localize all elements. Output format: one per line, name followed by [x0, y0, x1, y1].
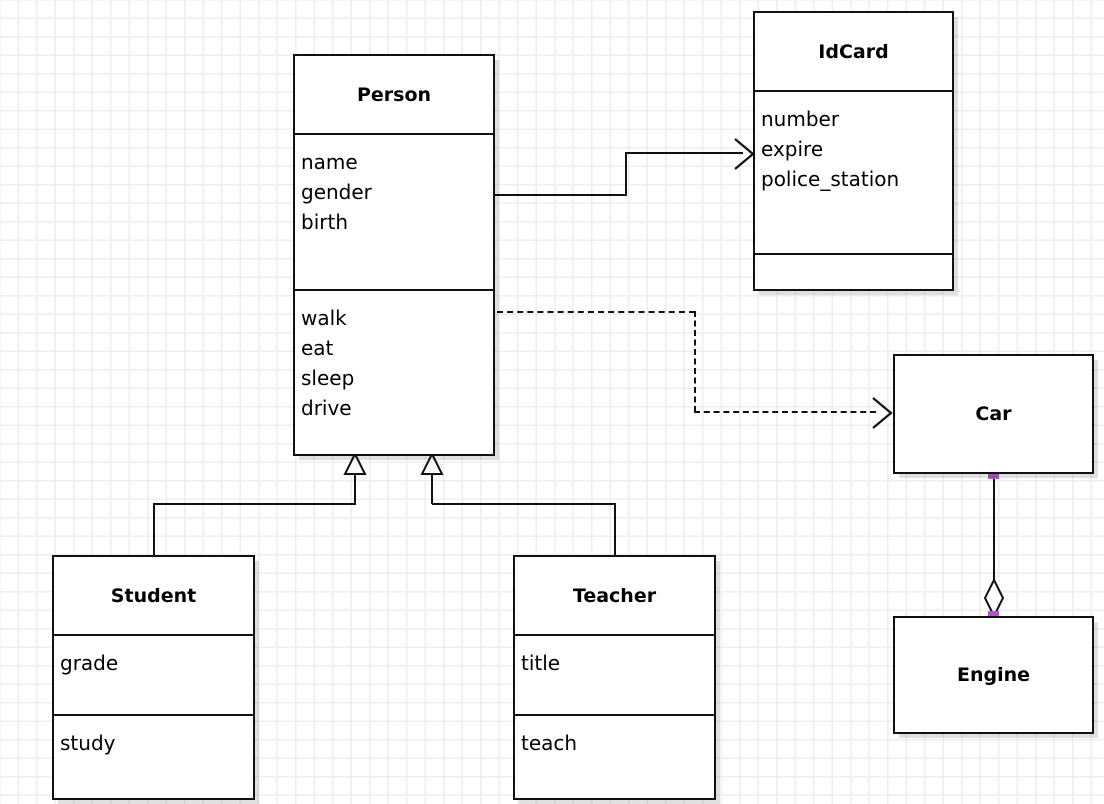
class-box-teacher[interactable]: Teacher title teach [513, 555, 716, 800]
method-row: sleep [301, 366, 355, 390]
attribute-row: name [301, 150, 358, 174]
class-box-engine[interactable]: Engine [893, 616, 1094, 734]
attribute-row: birth [301, 210, 348, 234]
generalization-teacher-person-segment-1[interactable] [614, 504, 616, 556]
class-box-car[interactable]: Car [893, 354, 1094, 474]
attribute-row: grade [60, 651, 119, 675]
method-row: eat [301, 336, 334, 360]
generalization-teacher-person-segment-3[interactable] [431, 474, 433, 504]
class-attributes-teacher: title [515, 634, 714, 714]
generalization-student-person-segment-3[interactable] [354, 474, 356, 504]
method-row: study [60, 731, 116, 755]
class-methods-student: study [54, 714, 253, 798]
class-box-person[interactable]: Person name gender birth walk eat sleep … [293, 54, 495, 456]
attribute-row: gender [301, 180, 372, 204]
class-title-idcard: IdCard [818, 40, 889, 63]
class-title-engine: Engine [956, 664, 1031, 686]
association-person-idcard-segment-1[interactable] [495, 194, 627, 196]
class-title-student: Student [110, 584, 197, 607]
class-methods-person: walk eat sleep drive [295, 289, 493, 454]
class-title-car: Car [975, 403, 1012, 425]
method-row: drive [301, 396, 352, 420]
class-methods-teacher: teach [515, 714, 714, 798]
dependency-person-car-arrowhead [872, 397, 893, 429]
class-title-person: Person [356, 83, 432, 106]
attribute-row: police_station [761, 167, 900, 191]
generalization-student-person-arrowhead [343, 452, 367, 475]
aggregation-car-engine-line[interactable] [993, 473, 995, 619]
generalization-student-person-segment-2[interactable] [153, 503, 356, 505]
attribute-row: number [761, 107, 840, 131]
association-person-idcard-segment-2[interactable] [625, 153, 627, 196]
class-attributes-student: grade [54, 634, 253, 714]
generalization-teacher-person-arrowhead [420, 452, 444, 475]
attribute-row: expire [761, 137, 824, 161]
dependency-person-car-segment-2[interactable] [694, 311, 696, 412]
class-box-idcard[interactable]: IdCard number expire police_station [753, 11, 954, 291]
class-attributes-person: name gender birth [295, 133, 493, 289]
association-person-idcard-segment-3[interactable] [625, 152, 743, 154]
generalization-student-person-segment-1[interactable] [153, 504, 155, 556]
class-box-student[interactable]: Student grade study [52, 555, 255, 800]
dependency-person-car-segment-3[interactable] [694, 411, 876, 413]
class-attributes-idcard: number expire police_station [755, 90, 952, 253]
attribute-row: title [521, 651, 561, 675]
generalization-teacher-person-segment-2[interactable] [432, 503, 616, 505]
class-title-teacher: Teacher [572, 584, 657, 607]
class-methods-idcard [755, 253, 952, 289]
dependency-person-car-segment-1[interactable] [497, 311, 695, 313]
method-row: teach [521, 731, 578, 755]
method-row: walk [301, 306, 347, 330]
